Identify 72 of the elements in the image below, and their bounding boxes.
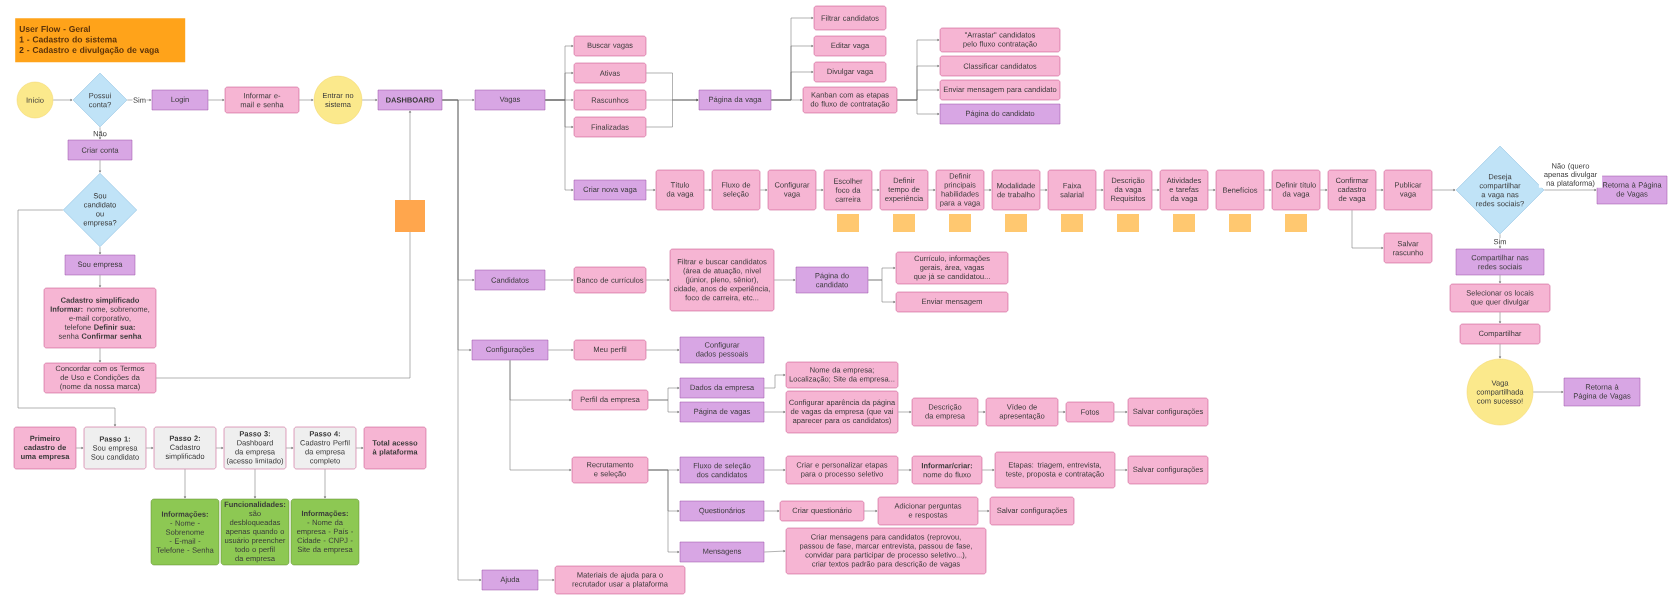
arrow	[764, 550, 786, 553]
arrow	[646, 349, 680, 351]
arrow	[76, 447, 84, 449]
arrow	[646, 99, 699, 128]
arrow	[868, 279, 896, 303]
arrow	[99, 275, 101, 288]
arrow	[764, 411, 786, 413]
arrow	[898, 411, 912, 413]
arrow	[1040, 189, 1048, 191]
arrow	[982, 469, 995, 471]
arrow	[216, 447, 224, 449]
arrow	[984, 189, 992, 191]
arrow	[1351, 210, 1384, 249]
arrow	[760, 189, 768, 191]
arrow	[764, 374, 786, 389]
arrow	[1376, 189, 1384, 191]
arrow	[146, 447, 154, 449]
arrow	[1499, 275, 1501, 284]
arrow	[1152, 189, 1160, 191]
title-card: User Flow - Geral 1 - Cadastro do sistema 2 - Cadastro e divulgação de vaga	[15, 18, 186, 63]
arrow	[704, 189, 712, 191]
arrow	[764, 469, 786, 471]
arrow	[99, 348, 101, 363]
arrow	[548, 349, 574, 351]
arrow	[764, 510, 780, 512]
arrow	[1208, 189, 1216, 191]
arrow	[299, 99, 314, 101]
arrow	[774, 279, 796, 281]
arrow	[184, 469, 186, 499]
arrow	[1114, 411, 1128, 413]
arrow	[99, 127, 101, 140]
arrow	[897, 99, 940, 115]
arrow	[156, 110, 411, 379]
arrow	[545, 279, 574, 281]
arrow	[442, 99, 482, 581]
arrow	[127, 99, 152, 101]
arrow	[1544, 189, 1597, 191]
arrow	[1058, 411, 1066, 413]
arrow	[864, 510, 878, 512]
arrow	[324, 469, 326, 499]
arrow	[646, 189, 656, 191]
arrow	[99, 246, 101, 255]
arrow	[1499, 312, 1501, 324]
arrow	[771, 99, 803, 101]
arrow	[648, 469, 680, 553]
arrow	[286, 447, 294, 449]
arrow	[978, 411, 986, 413]
arrow	[648, 399, 680, 413]
arrow	[53, 99, 73, 101]
arrow	[99, 160, 101, 173]
arrow	[356, 447, 364, 449]
arrow	[898, 469, 912, 471]
arrow	[1499, 344, 1501, 359]
arrow	[509, 360, 572, 471]
arrow	[1115, 469, 1128, 471]
arrow	[1533, 391, 1564, 393]
arrow	[1432, 189, 1456, 191]
arrow	[362, 99, 378, 101]
arrow	[1264, 189, 1272, 191]
arrow	[17, 209, 116, 427]
arrow	[978, 510, 990, 512]
arrow	[538, 579, 555, 581]
arrow	[545, 99, 574, 191]
arrow	[1499, 234, 1501, 249]
arrow	[1320, 189, 1328, 191]
arrow	[928, 189, 936, 191]
arrow	[646, 279, 670, 281]
arrow	[254, 469, 256, 499]
arrow	[816, 189, 824, 191]
arrow	[208, 99, 225, 101]
arrow	[872, 189, 880, 191]
arrow	[1096, 189, 1104, 191]
